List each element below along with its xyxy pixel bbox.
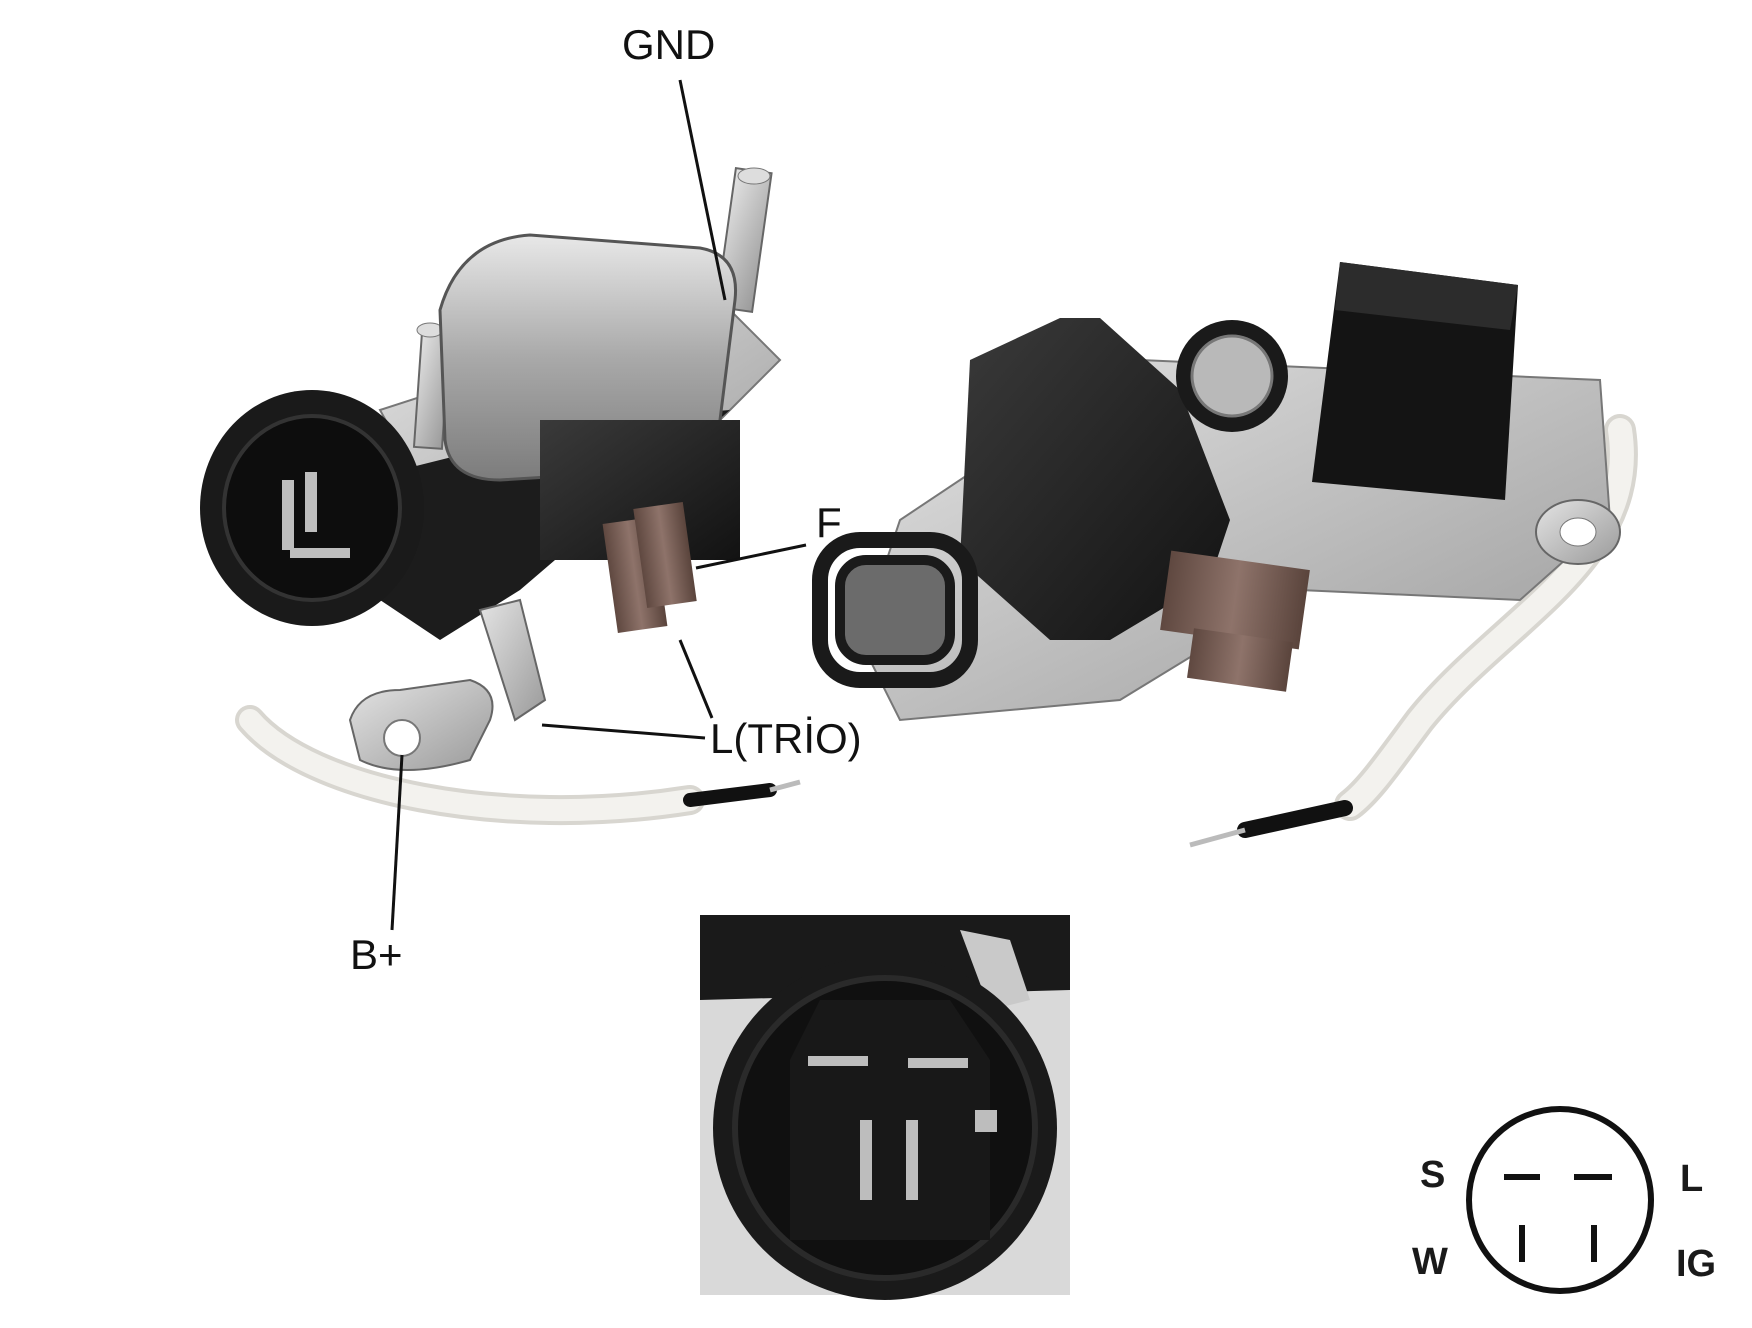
b-plus-label: B+ xyxy=(350,931,403,978)
gnd-label: GND xyxy=(622,21,716,68)
connector-closeup-photo xyxy=(700,915,1070,1300)
pin-s-label: S xyxy=(1420,1154,1446,1196)
l-trio-leader-tab xyxy=(541,723,706,740)
l-trio-leader-brush xyxy=(678,639,714,719)
pin-w-label: W xyxy=(1412,1241,1448,1283)
pinout-diagram xyxy=(1466,1106,1654,1294)
f-label: F xyxy=(816,499,842,546)
pinout-circle xyxy=(1466,1106,1654,1294)
gnd-leader xyxy=(678,79,727,301)
callout-lines xyxy=(390,79,807,931)
left-regulator-photo xyxy=(200,167,801,826)
right-regulator-photo xyxy=(812,262,1638,848)
pin-l-label: L xyxy=(1680,1158,1704,1200)
l-trio-label: L(TRİO) xyxy=(710,715,862,762)
b-plus-leader xyxy=(390,754,404,931)
f-leader xyxy=(695,543,807,570)
pin-ig-label: IG xyxy=(1676,1243,1717,1285)
